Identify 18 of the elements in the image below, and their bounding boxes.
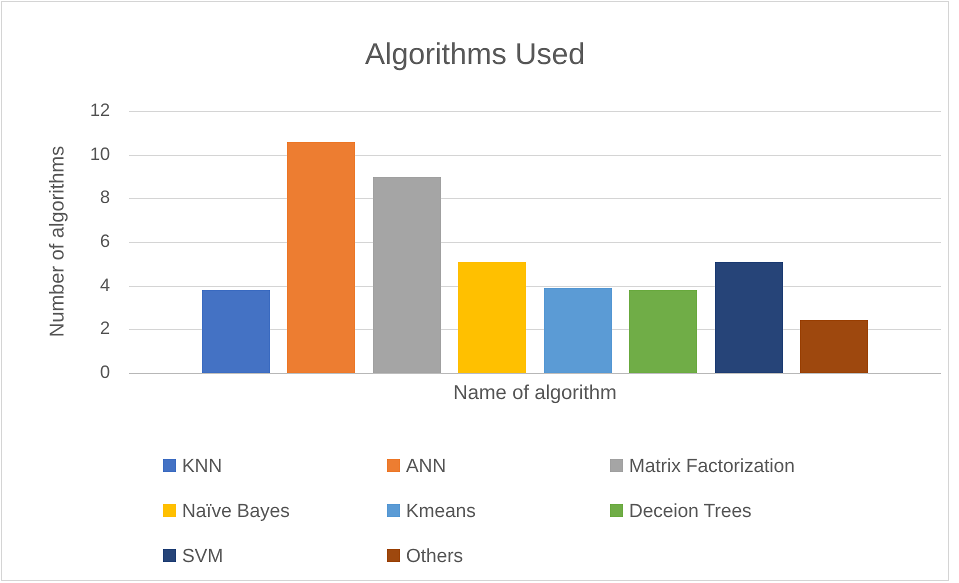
legend-label: Naïve Bayes: [182, 501, 290, 523]
legend-label: SVM: [182, 546, 224, 568]
axis-tick-label: 10: [88, 144, 110, 165]
axis-tick-label: 4: [98, 274, 110, 296]
axis-tick-label: 6: [98, 231, 110, 252]
axis-tick-label: 2: [98, 318, 110, 340]
axis-title: Name of algorithm: [452, 382, 618, 405]
legend-label: Kmeans: [406, 501, 476, 523]
legend-label: Deceion Trees: [629, 501, 752, 523]
axis-title: Number of algorithms: [46, 144, 70, 340]
axis-tick-label: 0: [98, 362, 110, 383]
chart-title: Algorithms Used: [364, 38, 586, 72]
legend-label: ANN: [406, 456, 446, 478]
axis-tick-label: 8: [98, 187, 110, 208]
legend-label: Matrix Factorization: [629, 456, 795, 478]
legend-label: KNN: [182, 456, 222, 478]
axis-tick-label: 12: [88, 100, 110, 121]
legend-label: Others: [406, 546, 464, 568]
